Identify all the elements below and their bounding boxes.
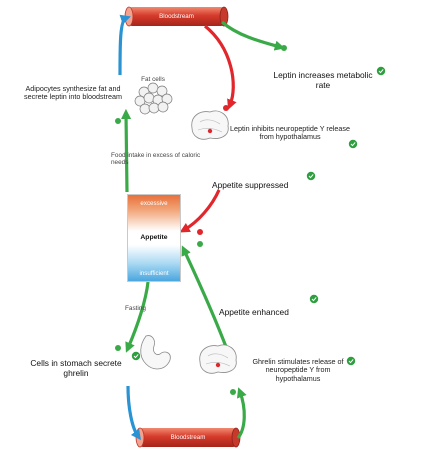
top-bloodstream-label: Bloodstream: [159, 13, 194, 20]
marker-dots: [115, 45, 287, 395]
leptin-increases-label: Leptin increases metabolic rate: [273, 70, 373, 90]
green-arrow-food-intake-up: [120, 108, 132, 193]
fasting-label: Fasting: [125, 305, 146, 312]
bottom-bloodstream-label: Bloodstream: [170, 434, 206, 441]
stomach-icon: [140, 335, 171, 370]
blue-arrow-adipocytes-to-bloodstream: [118, 14, 131, 76]
red-arrow-bloodstream-to-hypothalamus: [203, 24, 237, 110]
marker-dot: [115, 345, 121, 351]
check-mark-icon: [306, 171, 316, 181]
appetite-label: Appetite: [140, 234, 168, 241]
appetite-excessive-label: excessive: [140, 200, 168, 207]
adipocytes-label: Adipocytes synthesize fat and secrete le…: [24, 84, 122, 102]
ghrelin-stimulates-label: Ghrelin stimulates release of neuropepti…: [252, 357, 344, 383]
top-bloodstream-vessel-icon: [124, 6, 229, 27]
stomach-cells-label: Cells in stomach secrete ghrelin: [30, 358, 122, 378]
leptin-inhibits-label: Leptin inhibits neuropeptide Y release f…: [229, 124, 350, 142]
check-mark-icon: [376, 66, 386, 76]
marker-dot: [197, 229, 203, 235]
marker-dot: [223, 105, 229, 111]
marker-dot: [281, 45, 287, 51]
green-arrow-fasting-down: [125, 281, 150, 353]
appetite-enhanced-label: Appetite enhanced: [219, 307, 289, 317]
check-mark-icon: [131, 351, 141, 361]
appetite-insufficient-label: insufficient: [139, 270, 169, 277]
green-arrow-appetite-enhanced: [181, 245, 230, 353]
check-mark-icon: [309, 294, 319, 304]
marker-dot: [197, 241, 203, 247]
fat-cells-icon: [134, 82, 173, 115]
red-arrow-appetite-suppressed: [179, 189, 221, 233]
brain-icon-top: [191, 110, 229, 140]
marker-dot: [115, 118, 121, 124]
fat-cells-label: Fat cells: [141, 76, 165, 83]
appetite-suppressed-label: Appetite suppressed: [212, 180, 289, 190]
brain-icon-bottom: [199, 344, 237, 374]
green-arrow-bloodstream-to-hypothalamus: [236, 387, 247, 439]
marker-dot: [230, 389, 236, 395]
green-arrow-bloodstream-to-metabolic: [220, 20, 285, 51]
check-mark-icon: [348, 139, 358, 149]
appetite-scale: excessive Appetite insufficient: [127, 194, 181, 282]
check-mark-icon: [346, 356, 356, 366]
food-intake-label: Food intake in excess of caloric needs: [111, 152, 201, 167]
check-marks: [131, 66, 386, 366]
blue-arrow-stomach-to-bloodstream: [126, 385, 142, 441]
